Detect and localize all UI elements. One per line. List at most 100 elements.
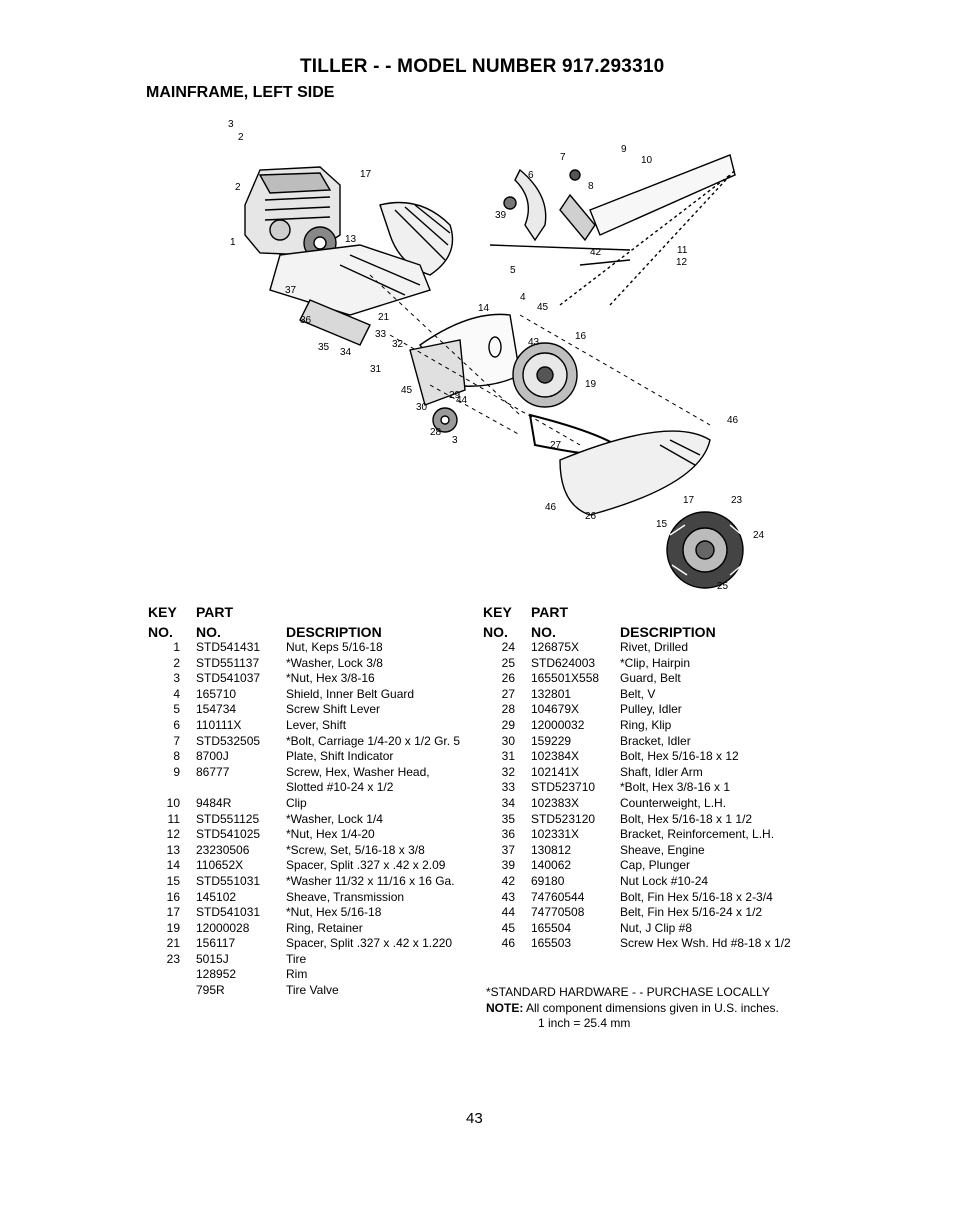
part-number: STD551125 xyxy=(196,811,260,826)
part-description: Ring, Klip xyxy=(620,717,672,732)
part-number: 9484R xyxy=(196,795,232,810)
part-number: 69180 xyxy=(531,873,565,888)
callout-number: 15 xyxy=(656,519,668,530)
part-description: *Nut, Hex 5/16-18 xyxy=(286,905,382,920)
parts-row: 31 102384X Bolt, Hex 5/16-18 x 12 xyxy=(483,749,813,765)
part-description: Rivet, Drilled xyxy=(620,640,689,654)
key-number: 15 xyxy=(166,873,180,888)
part-number: STD532505 xyxy=(196,733,261,748)
part-number: STD624003 xyxy=(531,655,596,670)
part-description: *Nut, Hex 3/8-16 xyxy=(286,671,375,686)
callout-number: 34 xyxy=(340,347,352,358)
key-number: 14 xyxy=(166,858,180,873)
idler-bracket-illustration xyxy=(409,339,466,433)
callout-number: 21 xyxy=(378,312,390,323)
callout-number: 45 xyxy=(401,385,413,396)
callout-number: 23 xyxy=(731,495,743,506)
part-description: Tire Valve xyxy=(286,983,339,998)
part-description: Nut, Keps 5/16-18 xyxy=(286,640,383,654)
part-number: 130812 xyxy=(531,842,572,857)
header-description: DESCRIPTION xyxy=(620,624,716,640)
callout-number: 37 xyxy=(285,285,297,296)
key-number: 5 xyxy=(173,702,180,717)
key-number: 45 xyxy=(501,920,515,935)
key-number: 28 xyxy=(501,702,515,717)
part-description: Spacer, Split .327 x .42 x 1.220 xyxy=(286,936,453,951)
key-number: 3 xyxy=(173,671,180,686)
part-number: STD541037 xyxy=(196,671,261,686)
part-description: Counterweight, L.H. xyxy=(620,795,727,810)
callout-number: 9 xyxy=(621,144,627,155)
part-number: 74770508 xyxy=(531,905,585,920)
part-description: *Bolt, Hex 3/8-16 x 1 xyxy=(620,780,731,795)
part-number: 12000032 xyxy=(531,717,585,732)
callout-number: 6 xyxy=(528,170,534,181)
parts-list-left-header: KEY PART NO. NO. DESCRIPTION xyxy=(148,604,478,640)
part-description: *Washer 11/32 x 11/16 x 16 Ga. xyxy=(286,873,455,888)
key-number: 31 xyxy=(501,749,515,764)
part-number: 156117 xyxy=(196,936,236,951)
part-description: Sheave, Transmission xyxy=(286,889,405,904)
parts-row: 43 74760544 Bolt, Fin Hex 5/16-18 x 2-3/4 xyxy=(483,890,813,906)
callout-number: 44 xyxy=(456,395,468,406)
part-description: Guard, Belt xyxy=(620,671,681,686)
part-description: Pulley, Idler xyxy=(620,702,682,717)
key-number: 26 xyxy=(501,671,515,686)
part-number: STD551137 xyxy=(196,655,260,670)
part-description: *Bolt, Carriage 1/4-20 x 1/2 Gr. 5 xyxy=(286,733,461,748)
callout-number: 33 xyxy=(375,329,387,340)
part-number: 165501X558 xyxy=(531,671,600,686)
part-description: *Washer, Lock 3/8 xyxy=(286,655,383,670)
callout-number: 36 xyxy=(300,315,312,326)
callout-number: 35 xyxy=(318,342,330,353)
part-number: 8700J xyxy=(196,749,229,764)
part-number: 102384X xyxy=(531,749,580,764)
header-part: PART xyxy=(196,604,234,620)
part-description: Screw, Hex, Washer Head, Slotted #10-24 … xyxy=(286,764,430,795)
part-description: *Clip, Hairpin xyxy=(620,655,691,670)
part-description: Bolt, Hex 5/16-18 x 1 1/2 xyxy=(620,811,753,826)
part-description: Bolt, Fin Hex 5/16-18 x 2-3/4 xyxy=(620,889,773,904)
part-number: 110111X xyxy=(196,717,242,732)
key-number: 9 xyxy=(173,764,180,779)
part-description: Bolt, Hex 5/16-18 x 12 xyxy=(620,749,739,764)
part-number: 23230506 xyxy=(196,842,250,857)
key-number: 43 xyxy=(501,889,515,904)
key-number: 32 xyxy=(501,764,515,779)
part-description: Nut, J Clip #8 xyxy=(620,920,693,935)
part-number: 145102 xyxy=(196,889,237,904)
transmission-sheave-illustration xyxy=(512,342,578,408)
part-number: STD541025 xyxy=(196,827,261,842)
key-number: 25 xyxy=(501,655,515,670)
part-number: 140062 xyxy=(531,858,572,873)
key-number: 37 xyxy=(501,842,515,857)
part-description: Sheave, Engine xyxy=(620,842,705,857)
parts-list-right-header: KEY PART NO. NO. DESCRIPTION xyxy=(483,604,813,640)
callout-number: 14 xyxy=(478,303,490,314)
callout-number: 16 xyxy=(575,331,587,342)
part-description: *Screw, Set, 5/16-18 x 3/8 xyxy=(286,842,425,857)
conversion-note: 1 inch = 25.4 mm xyxy=(538,1016,631,1031)
page-number: 43 xyxy=(466,1110,483,1127)
part-description: Tire xyxy=(286,951,307,966)
part-description: Belt, Fin Hex 5/16-24 x 1/2 xyxy=(620,905,763,920)
part-number: 110652X xyxy=(196,858,244,873)
belt-guard-illustration xyxy=(559,430,711,516)
part-number: 74760544 xyxy=(531,889,585,904)
